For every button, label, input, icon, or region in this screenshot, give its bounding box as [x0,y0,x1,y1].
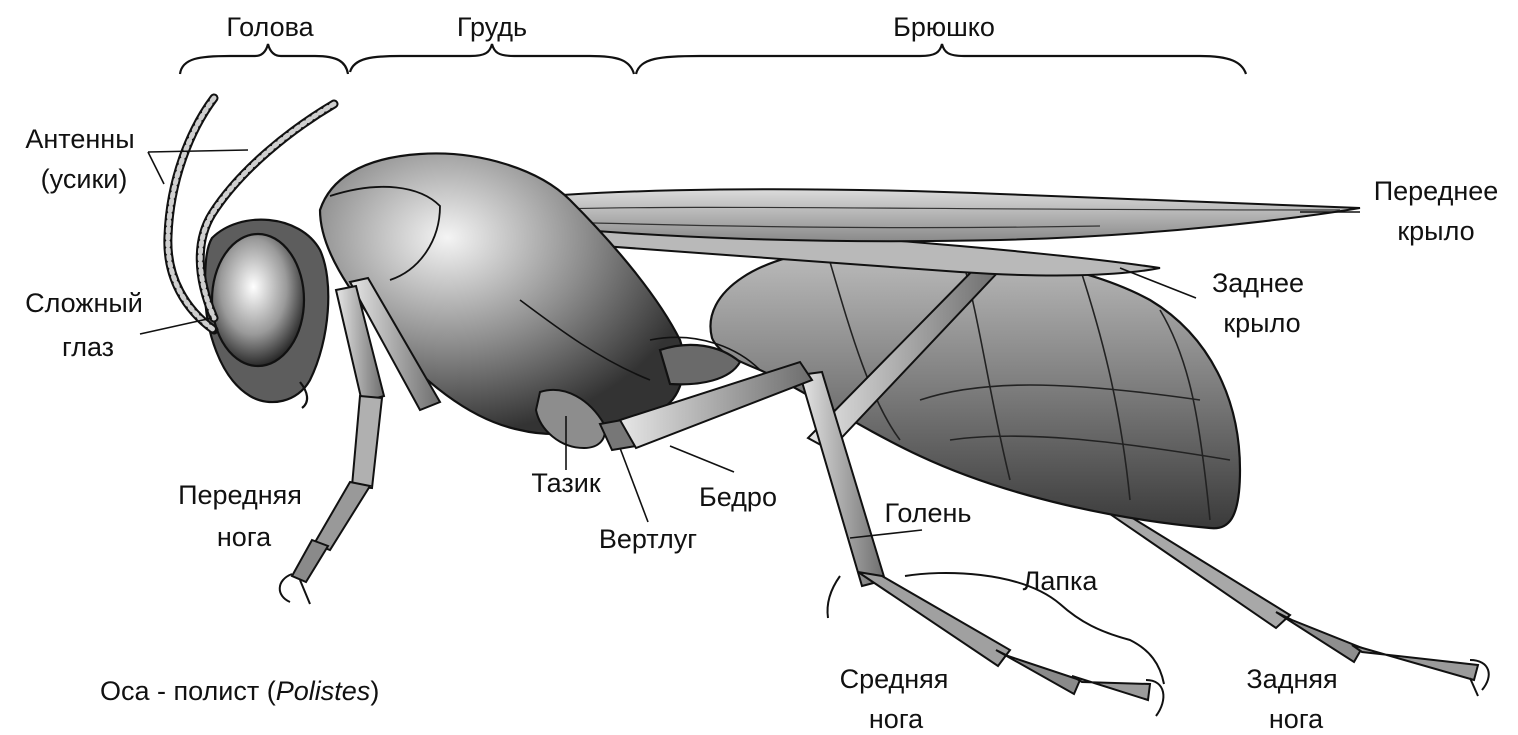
forewing-shape [500,189,1360,241]
head [205,220,328,408]
label-hindleg-2: нога [1269,704,1324,734]
figure-caption: Оса - полист (Polistes) [100,676,379,707]
section-braces [180,44,1246,74]
label-hindwing-2: крыло [1223,308,1300,338]
label-coxa: Тазик [531,468,600,498]
antennae-leader [148,150,248,184]
label-forewing-2: крыло [1397,216,1474,246]
thorax-brace [350,44,634,74]
label-compound-eye: Сложный [25,288,143,318]
label-antennae: Антенны [25,124,134,154]
head-brace [180,44,348,74]
wings [500,189,1360,275]
label-compound-eye-2: глаз [62,332,114,362]
label-tarsus: Лапка [1023,566,1099,596]
label-hindleg: Задняя [1246,664,1337,694]
label-antennae-2: (усики) [41,164,128,194]
eye-leader [140,318,212,334]
section-label-head: Голова [226,12,314,42]
label-trochanter: Вертлуг [599,524,697,554]
compound-eye-shape [212,234,304,366]
label-tibia: Голень [885,498,972,528]
label-midleg: Средняя [840,664,949,694]
label-hindwing: Заднее [1212,268,1304,298]
caption-suffix: ) [370,676,379,706]
abdomen-brace [636,44,1246,74]
caption-genus: Polistes [276,676,371,706]
label-midleg-2: нога [869,704,924,734]
femur-leader [670,446,734,472]
label-femur: Бедро [699,482,777,512]
label-foreleg: Передняя [178,480,302,510]
section-label-abdomen: Брюшко [893,12,995,42]
label-forewing: Переднее [1374,176,1499,206]
caption-prefix: Оса - полист ( [100,676,276,706]
section-label-thorax: Грудь [457,12,527,42]
label-foreleg-2: нога [217,522,272,552]
trochanter-leader [620,448,648,522]
